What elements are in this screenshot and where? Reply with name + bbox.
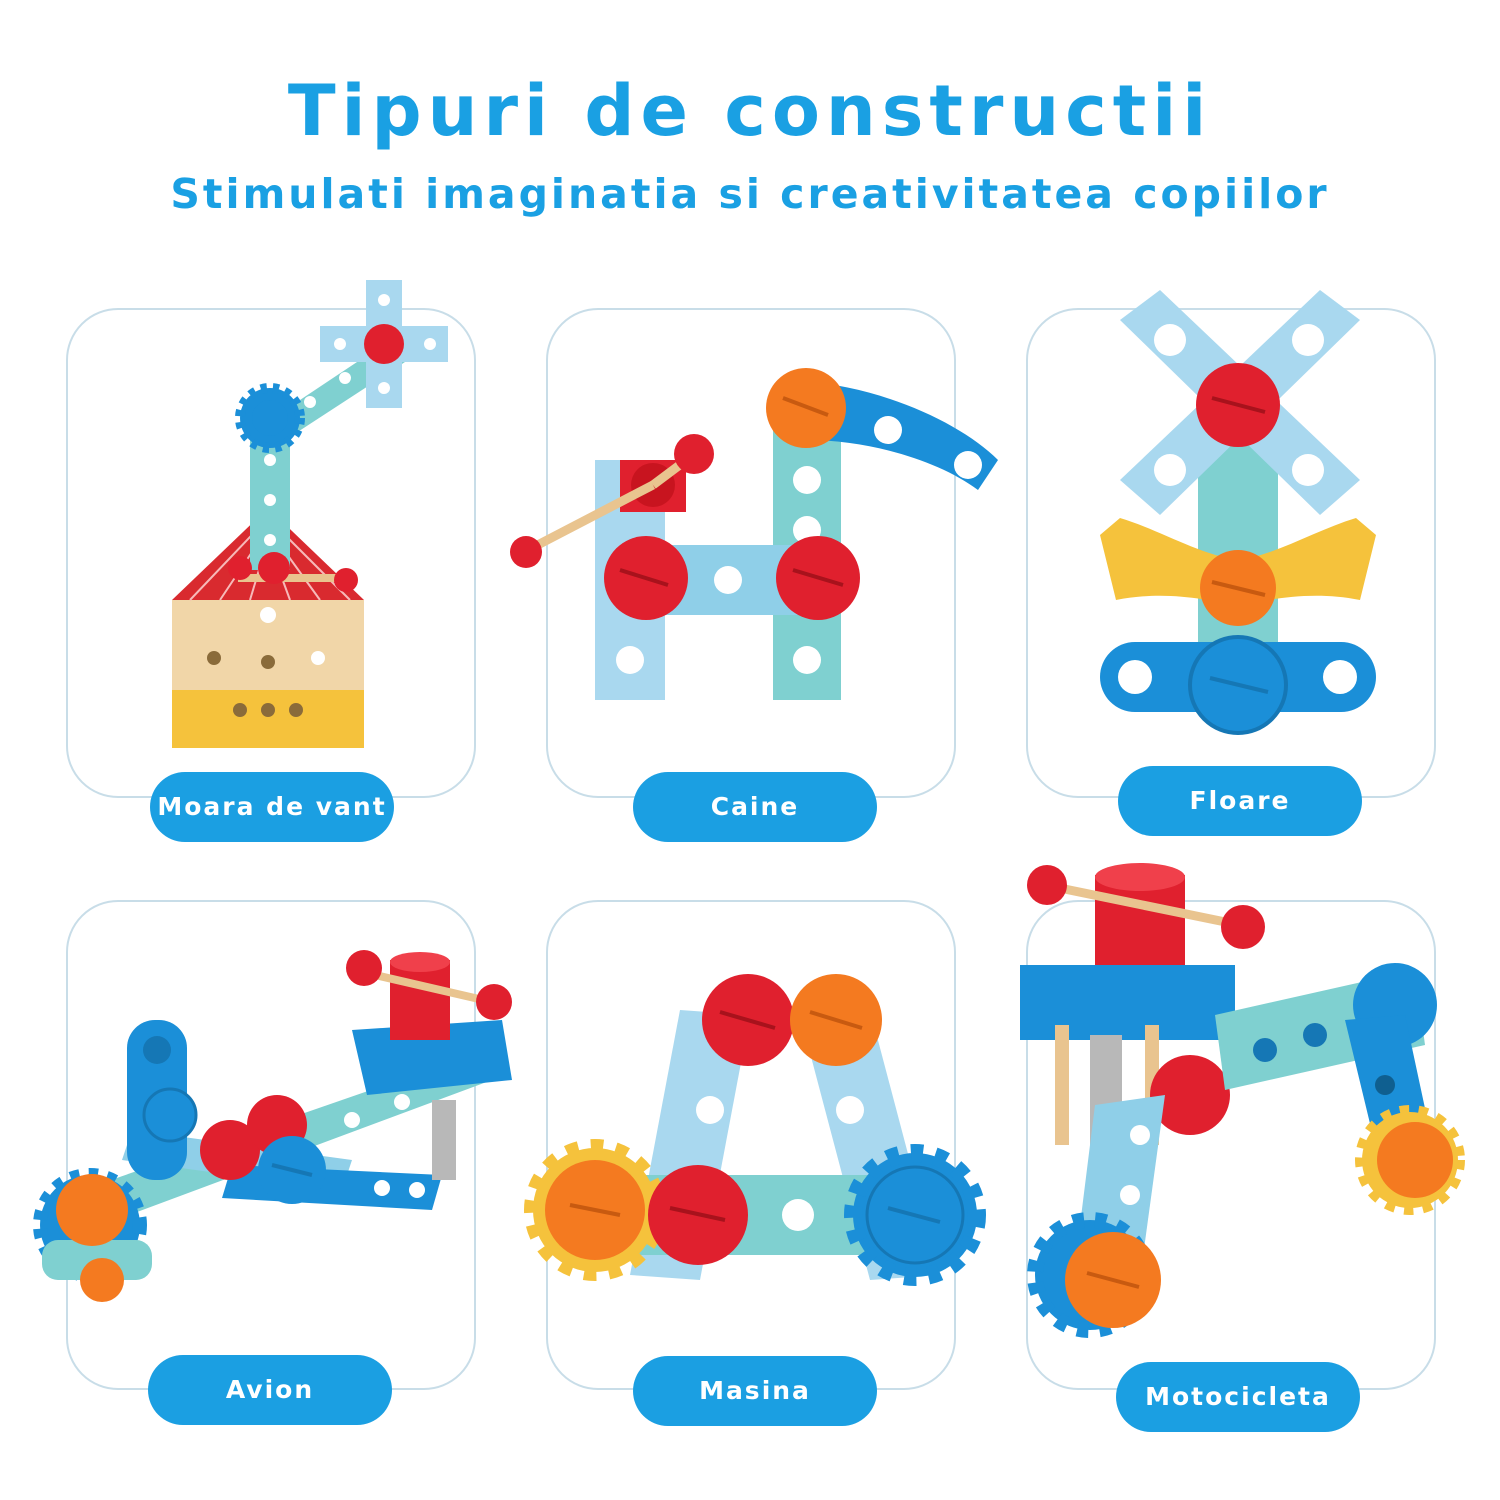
- page-subtitle: Stimulati imaginatia si creativitatea co…: [170, 170, 1330, 218]
- card-label-floare: Floare: [1118, 766, 1362, 836]
- card-label-moara-de-vant: Moara de vant: [150, 772, 394, 842]
- airplane-toy-icon: [33, 950, 512, 1302]
- card-label-caine: Caine: [633, 772, 877, 842]
- motorcycle-toy-icon: [1020, 863, 1465, 1338]
- windmill-toy-icon: [172, 280, 448, 748]
- card-label-motocicleta: Motocicleta: [1116, 1362, 1360, 1432]
- card-label-masina: Masina: [633, 1356, 877, 1426]
- dog-toy-icon: [510, 368, 998, 700]
- flower-toy-icon: [1100, 290, 1376, 735]
- page-title: Tipuri de constructii: [287, 70, 1213, 152]
- car-toy-icon: [524, 974, 986, 1286]
- card-label-avion: Avion: [148, 1355, 392, 1425]
